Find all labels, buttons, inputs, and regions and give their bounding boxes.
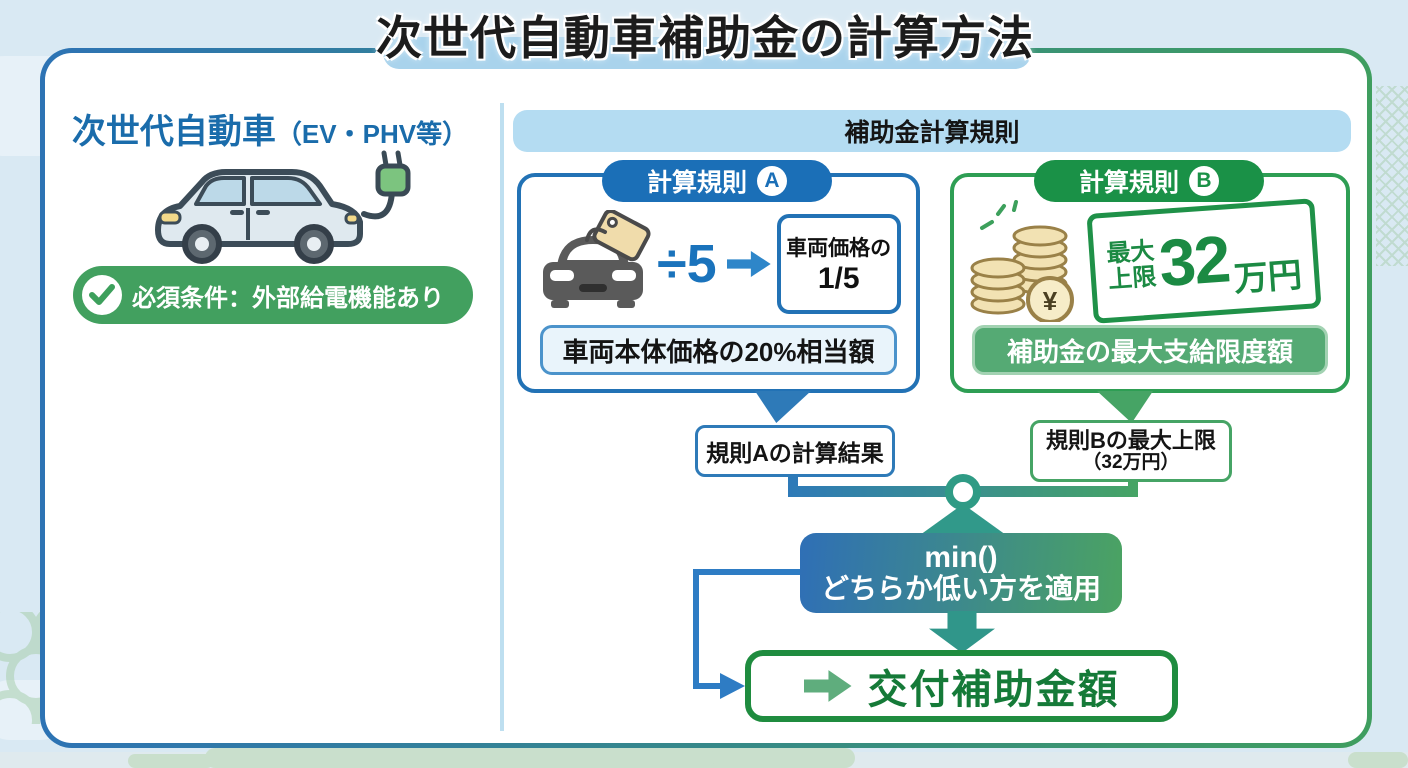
output-arrow-icon — [803, 670, 852, 702]
right-arrow-icon — [726, 251, 771, 277]
connector-junction-circle — [945, 474, 981, 510]
stamp-prefix: 最大 上限 — [1106, 237, 1158, 294]
one-fifth-line1: 車両価格の — [786, 237, 892, 260]
bypass-line-vertical — [693, 569, 699, 686]
price-tag-icon — [592, 210, 651, 262]
charging-cable-icon — [361, 189, 395, 220]
page-title: 次世代自動車補助金の計算方法 — [376, 12, 1034, 64]
rule-a-badge: A — [757, 166, 787, 196]
connector-stub-b — [1128, 479, 1138, 490]
min-function-box: min() どちらか低い方を適用 — [800, 533, 1122, 613]
left-heading-note: （EV・PHV等） — [275, 119, 469, 149]
stamp-line2: 上限 — [1107, 263, 1158, 294]
rule-b-title-pill: 計算規則 B — [1034, 160, 1264, 202]
checkmark-icon — [82, 275, 122, 315]
requirement-badge-label: 必須条件：外部給電機能あり — [132, 284, 444, 312]
rule-a-title: 計算規則 — [646, 169, 747, 197]
sparkle-icon — [980, 200, 1018, 230]
left-heading-main: 次世代自動車 — [71, 113, 276, 151]
min-function-description: どちらか低い方を適用 — [820, 573, 1101, 605]
rule-b-caption: 補助金の最大支給限度額 — [972, 325, 1328, 375]
result-a-box: 規則Aの計算結果 — [695, 425, 895, 477]
asanoha-pattern-decoration — [1376, 86, 1408, 266]
left-panel-heading: 次世代自動車 （EV・PHV等） — [58, 104, 482, 151]
rule-a-formula-row: ÷5 車両価格の 1/5 — [535, 210, 905, 318]
divide-by-five-formula: ÷5 — [657, 234, 717, 294]
one-fifth-line2: 1/5 — [817, 262, 860, 295]
result-b-line2: （32万円） — [1082, 451, 1180, 473]
panel-divider — [500, 103, 504, 731]
stamp-value: 32 — [1156, 221, 1232, 301]
svg-text:¥: ¥ — [1043, 286, 1058, 316]
bypass-line-top — [693, 569, 803, 575]
bypass-line-bottom — [693, 683, 723, 689]
title-highlight-bar — [383, 37, 1031, 69]
bottom-blob-decoration — [595, 748, 715, 768]
plug-icon — [375, 150, 411, 197]
right-panel-header: 補助金計算規則 — [513, 110, 1351, 152]
max-cap-stamp: 最大 上限 32 万円 — [1086, 198, 1322, 324]
bottom-blob-decoration — [205, 748, 855, 768]
yen-coin-icon: ¥ — [1026, 276, 1074, 322]
output-box: 交付補助金額 — [745, 650, 1178, 722]
min-function-label: min() — [924, 541, 998, 575]
one-fifth-result-box: 車両価格の 1/5 — [776, 214, 901, 314]
rule-b-badge: B — [1189, 166, 1219, 196]
rule-a-caption: 車両本体価格の20%相当額 — [540, 325, 897, 375]
result-b-box: 規則Bの最大上限 （32万円） — [1030, 420, 1232, 482]
connector-stub-a — [788, 474, 798, 490]
rear-wheel-icon — [294, 224, 334, 264]
output-label: 交付補助金額 — [867, 668, 1120, 712]
rule-a-title-pill: 計算規則 A — [602, 160, 832, 202]
stamp-unit: 万円 — [1232, 256, 1304, 299]
ev-car-illustration — [155, 150, 411, 264]
front-wheel-icon — [182, 224, 222, 264]
bottom-blob-decoration — [128, 754, 214, 768]
coins-icon: ¥ — [970, 200, 1074, 322]
car-price-tag-icon — [543, 210, 651, 308]
bottom-blob-decoration — [1348, 752, 1408, 768]
result-b-line1: 規則Bの最大上限 — [1046, 428, 1216, 454]
rule-b-title: 計算規則 — [1078, 169, 1179, 197]
requirement-badge: 必須条件：外部給電機能あり — [73, 266, 473, 324]
